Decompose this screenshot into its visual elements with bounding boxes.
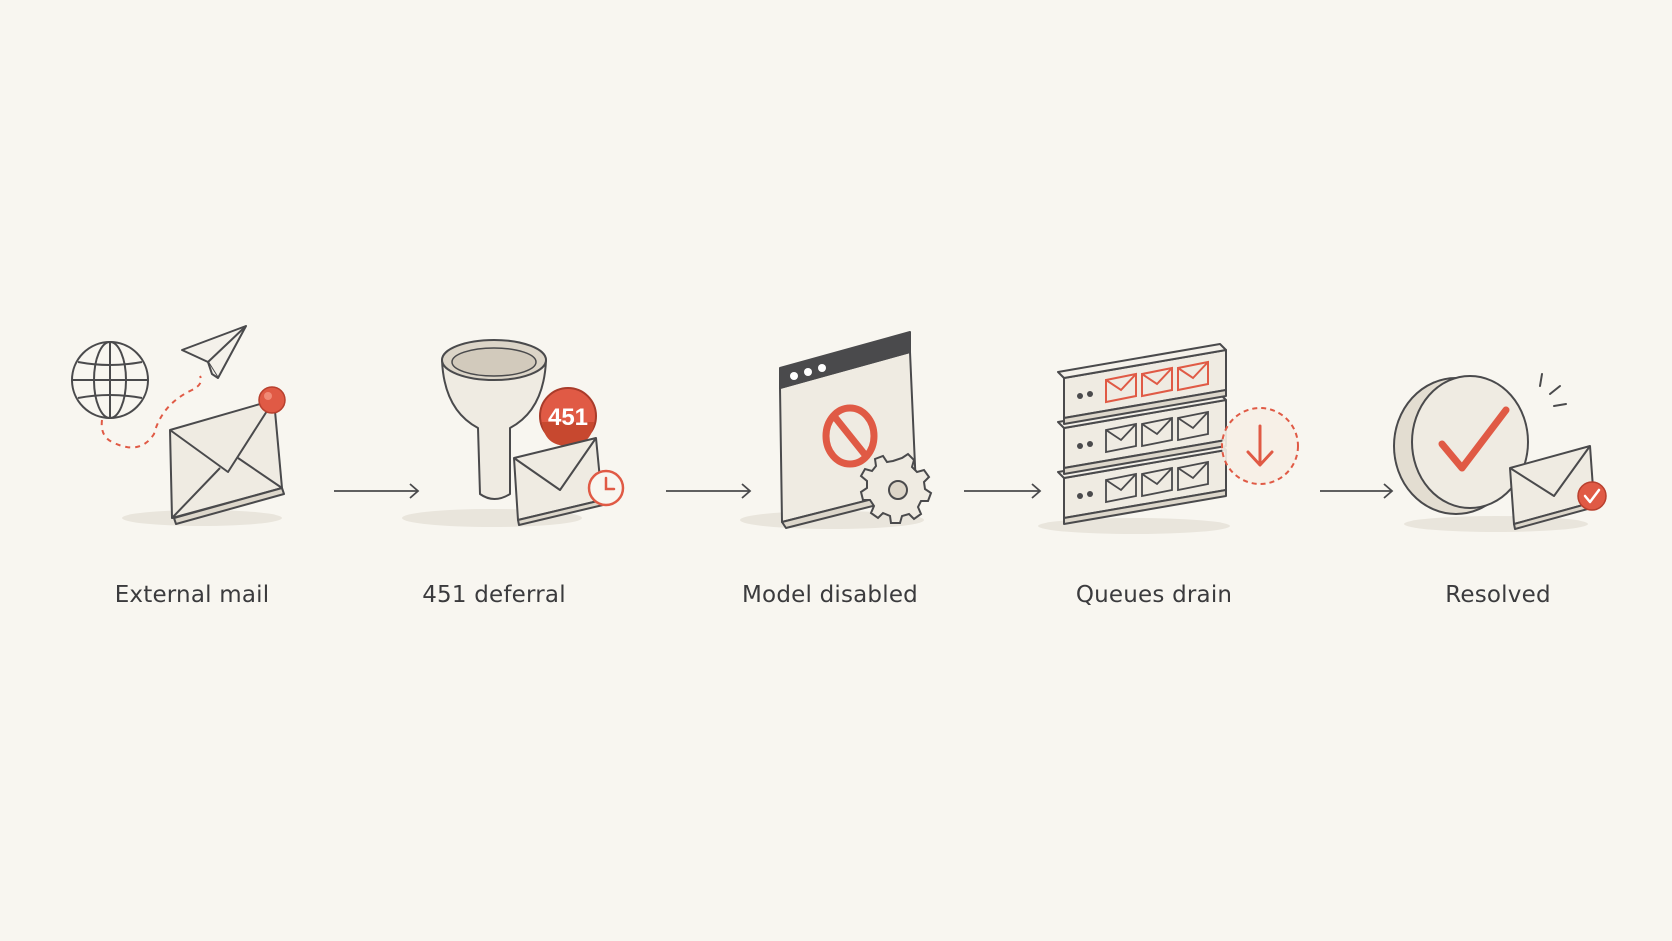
queue-drain-icon: [1038, 343, 1299, 534]
paper-plane-icon: [181, 325, 247, 379]
step-label: Queues drain: [1075, 582, 1233, 608]
deferral-code: 451: [548, 404, 588, 431]
flow-arrow: [1316, 480, 1408, 502]
step-model-disabled: Model disabled: [702, 318, 1002, 618]
step-label: Resolved: [1445, 582, 1551, 608]
funnel-icon: [441, 339, 547, 500]
step-resolved: Resolved: [1356, 318, 1656, 618]
check-badge-icon: [1577, 481, 1607, 511]
clock-icon: [587, 469, 625, 507]
funnel-deferral-icon: 451: [402, 339, 625, 527]
envelope-icon: [1509, 445, 1596, 530]
globe-icon: [71, 341, 149, 419]
gear-icon: [859, 452, 933, 524]
check-disc-icon: [1393, 375, 1529, 515]
envelope-icon: [169, 399, 285, 525]
disabled-window-icon: [740, 331, 933, 529]
step-external-mail: External mail: [42, 318, 342, 618]
resolved-check-icon: [1393, 373, 1607, 532]
deferral-badge: 451: [539, 387, 597, 446]
mail-send-icon: [71, 325, 286, 526]
step-451-deferral: 451 451 deferral: [374, 318, 674, 618]
notification-dot: [258, 386, 286, 414]
step-label: Model disabled: [742, 582, 918, 608]
drain-down-icon: [1221, 407, 1299, 485]
prohibited-icon: [822, 404, 878, 468]
step-label: 451 deferral: [422, 582, 566, 608]
step-queues-drain: Queues drain: [1024, 318, 1324, 618]
flow-arrow: [962, 480, 1054, 502]
step-label: External mail: [114, 582, 270, 608]
flow-arrow: [332, 480, 424, 502]
flow-arrow: [664, 480, 756, 502]
checkmark: [1438, 406, 1510, 472]
